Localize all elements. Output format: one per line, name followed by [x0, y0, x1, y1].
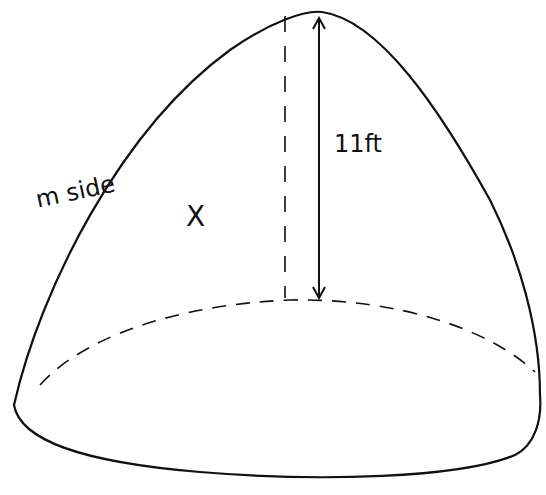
dome-outline — [14, 12, 540, 405]
base-back — [40, 300, 535, 385]
axis-line — [284, 16, 286, 298]
base-front — [14, 395, 540, 477]
height-arrow — [318, 18, 320, 298]
height-dimension: 11ft — [334, 132, 382, 156]
side-note: m side — [34, 172, 117, 212]
point-marker: X — [186, 203, 205, 231]
